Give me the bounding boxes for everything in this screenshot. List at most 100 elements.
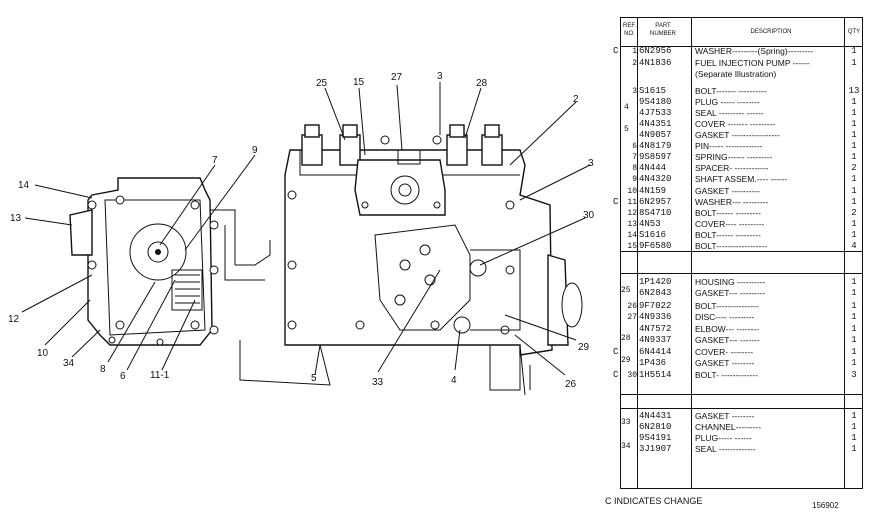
pump-body (239, 149, 583, 396)
ref-number: 3 (632, 87, 637, 96)
description: FUEL INJECTION PUMP ------ (695, 58, 810, 68)
ref-number: 9 (632, 175, 637, 184)
change-flag: C (613, 370, 619, 380)
callout: 13 (10, 213, 22, 224)
ref-number: 8 (632, 164, 637, 173)
quantity: 1 (851, 97, 857, 107)
quantity: 1 (851, 119, 857, 129)
callout: 10 (37, 348, 49, 359)
quantity: 1 (851, 358, 857, 368)
leader-lines (21, 82, 591, 376)
quantity: 2 (851, 163, 857, 173)
part-number: 8S4710 (639, 208, 672, 218)
description: SPRING------ --------- (695, 152, 773, 162)
part-number: 6N2956 (639, 46, 672, 56)
description: BOLT- ------------- (695, 370, 759, 380)
quantity: 1 (851, 288, 857, 298)
description: PIN----- ------------- (695, 141, 763, 151)
callout: 12 (8, 314, 20, 325)
quantity: 1 (851, 301, 857, 311)
part-number: 4N1836 (639, 58, 672, 68)
callout: 27 (391, 72, 403, 83)
quantity: 1 (851, 347, 857, 357)
ref-number: 11 (627, 198, 637, 207)
part-number: 1P436 (639, 358, 667, 368)
callout: 4 (451, 375, 457, 386)
quantity: 1 (851, 174, 857, 184)
quantity: 1 (851, 312, 857, 322)
callout: 30 (583, 210, 595, 221)
description: SEAL --------- ------ (695, 108, 764, 118)
callout: 3 (588, 158, 594, 169)
part-number: 4N7572 (639, 324, 672, 334)
quantity: 1 (851, 411, 857, 421)
description: BOLT------- ---------- (695, 86, 767, 96)
description: COVER ------- --------- (695, 119, 776, 129)
drawing-number: 156902 (812, 501, 839, 510)
quantity: 1 (851, 46, 857, 56)
delivery-valves (301, 124, 503, 166)
quantity: 1 (851, 130, 857, 140)
description: GASKET ----------------- (695, 130, 780, 140)
group-label: 33 (621, 418, 631, 427)
callout: 34 (63, 358, 75, 369)
description: COVER---- --------- (695, 219, 765, 229)
quantity: 4 (851, 241, 857, 251)
description: GASKET ---------- (695, 186, 760, 196)
table-header: REF. NO. PART NUMBER DESCRIPTION QTY (621, 18, 862, 47)
description: WASHER--- --------- (695, 197, 769, 207)
description: GASKET -------- (695, 358, 755, 368)
table-row: (Separate Illustration) (621, 69, 862, 80)
part-number: 4N53 (639, 219, 661, 229)
part-number: 9F7022 (639, 301, 672, 311)
ref-number: 15 (627, 242, 637, 251)
quantity: 1 (851, 433, 857, 443)
part-number: 4N9336 (639, 312, 672, 322)
description: SHAFT ASSEM.---- ------ (695, 174, 788, 184)
callout: 5 (311, 373, 317, 384)
description: COVER- -------- (695, 347, 754, 357)
part-number: 4N8179 (639, 141, 672, 151)
callout: 6 (120, 371, 126, 382)
callout: 29 (578, 342, 590, 353)
group-separator (621, 408, 862, 409)
part-number: 6N2957 (639, 197, 672, 207)
header-ref: REF. NO. (622, 23, 636, 37)
quantity: 3 (851, 370, 857, 380)
description: PLUG----- ------ (695, 433, 752, 443)
callout: 33 (372, 377, 384, 388)
col-divider (691, 18, 692, 488)
callout: 8 (100, 364, 106, 375)
quantity: 1 (851, 58, 857, 68)
governor-housing (69, 177, 271, 346)
group-separator (621, 394, 862, 395)
callout: 14 (18, 180, 30, 191)
part-number: 4N4431 (639, 411, 672, 421)
part-number: 4N444 (639, 163, 667, 173)
ref-number: 2 (632, 59, 637, 68)
part-number: 9S4180 (639, 97, 672, 107)
part-number: 4N9337 (639, 335, 672, 345)
table-row: 1P436 GASKET -------- 1 (621, 358, 862, 369)
part-number: 9S4191 (639, 433, 672, 443)
part-number: 6N2810 (639, 422, 672, 432)
description: HOUSING ---------- (695, 277, 766, 287)
group-label: 28 (621, 334, 631, 343)
ref-number: 7 (632, 153, 637, 162)
description: SEAL ------------- (695, 444, 756, 454)
quantity: 1 (851, 277, 857, 287)
part-number: S1616 (639, 230, 667, 240)
